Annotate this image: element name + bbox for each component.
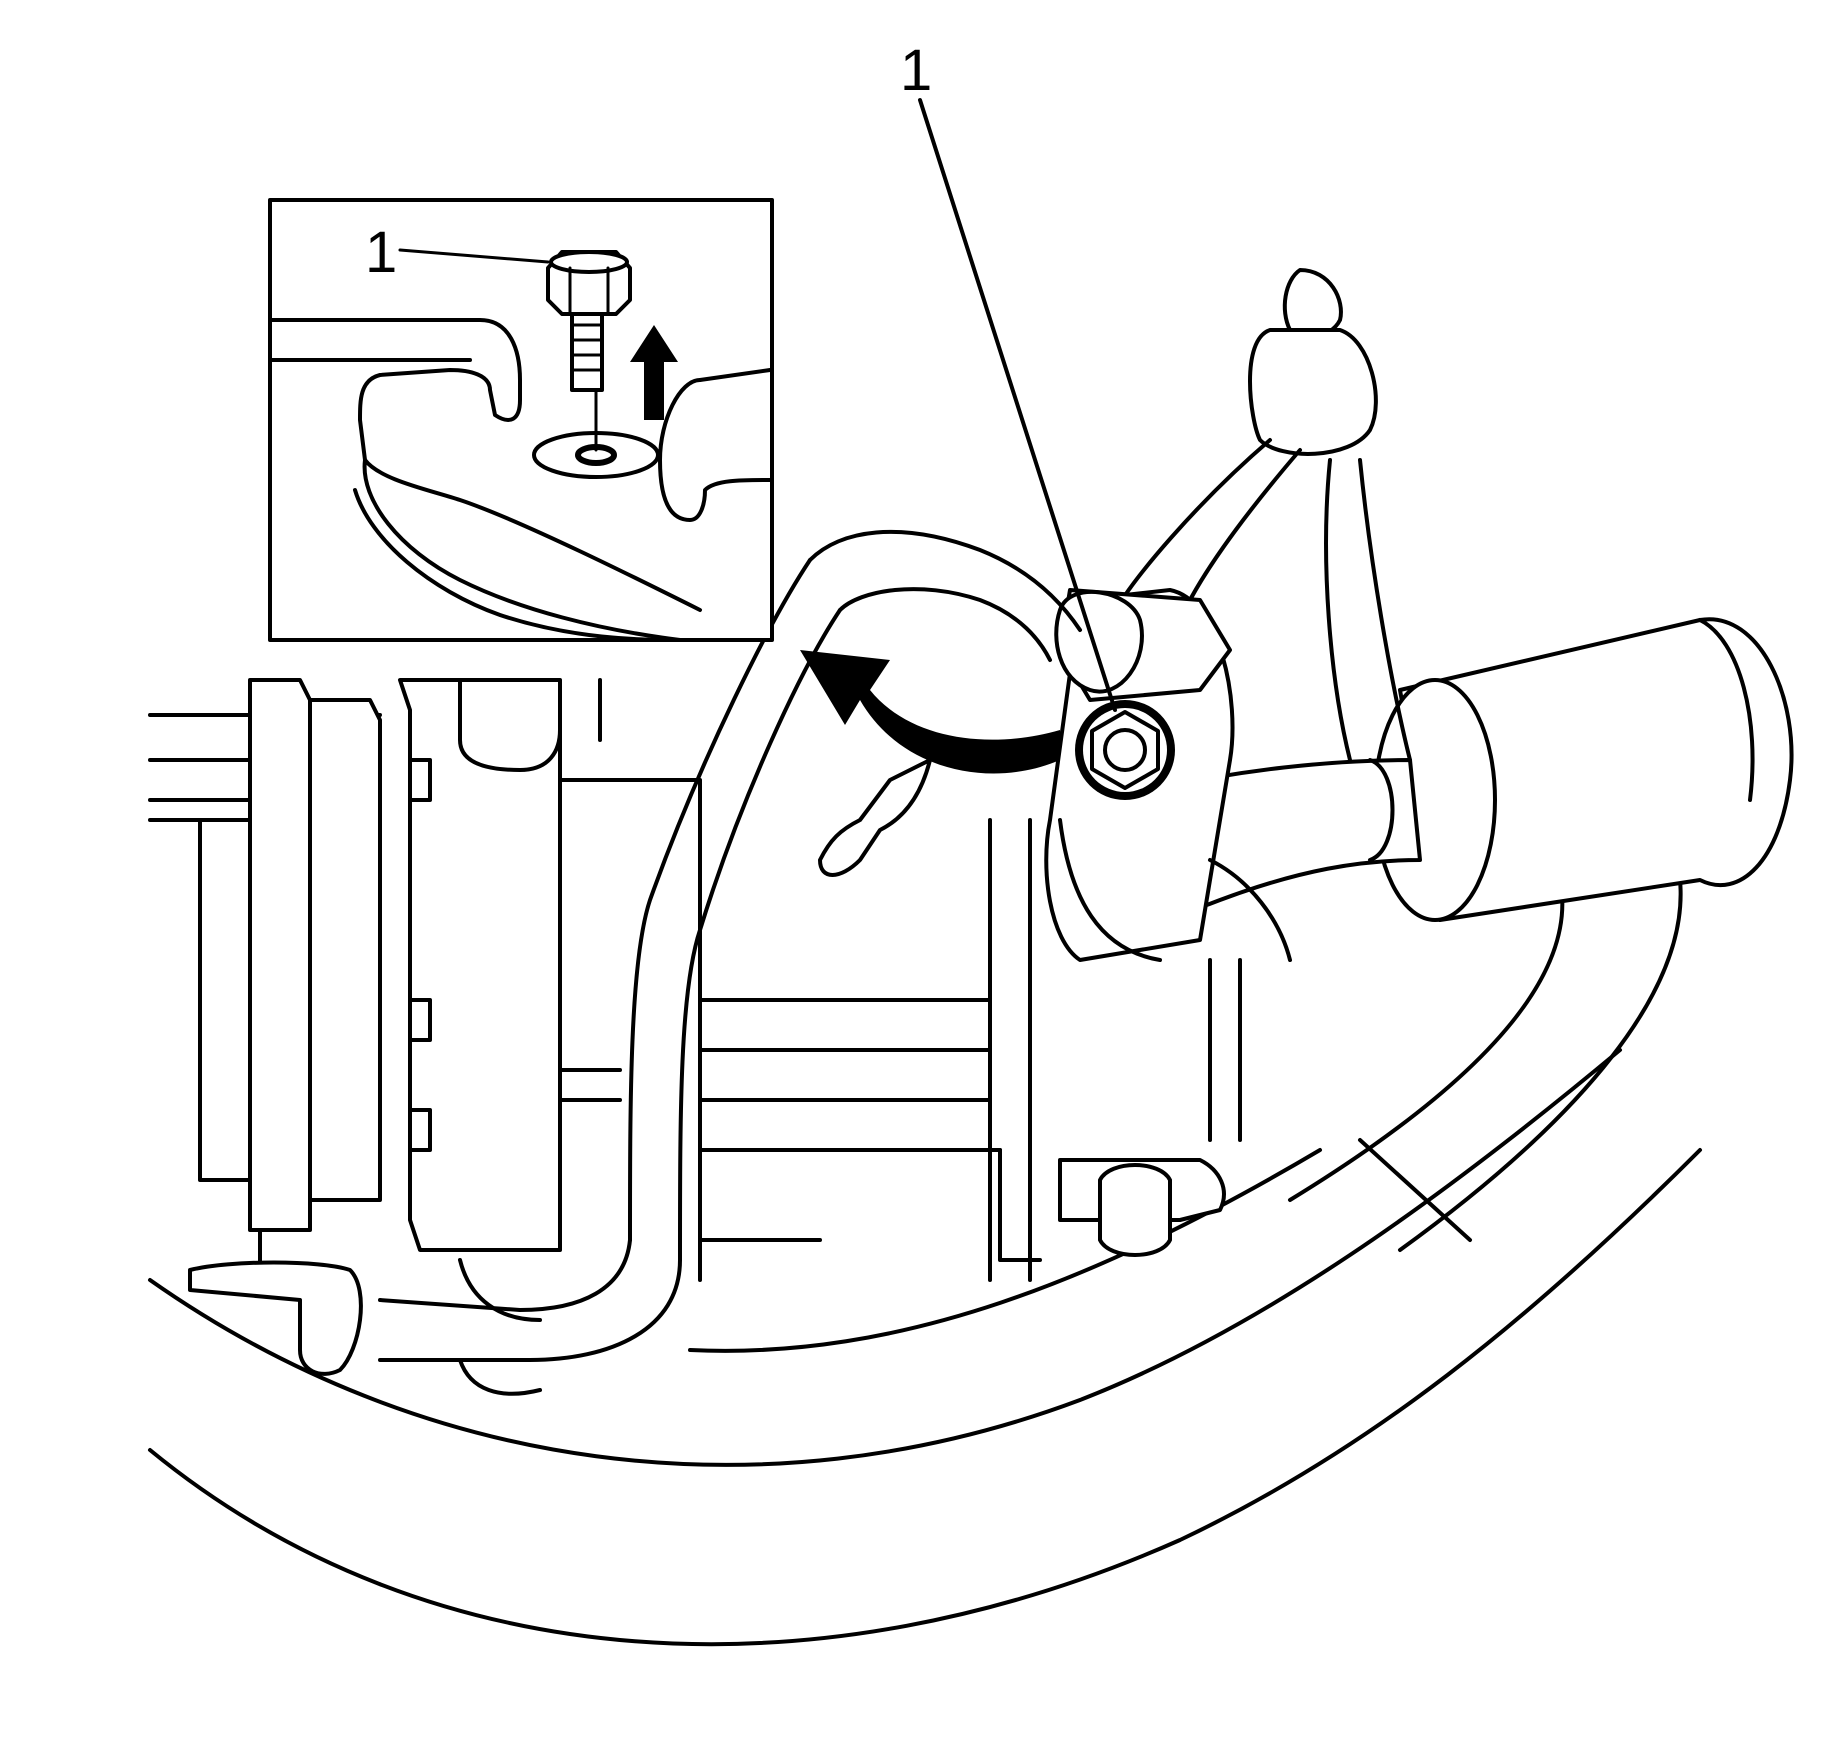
lower-arcs: [148, 878, 1702, 1647]
curved-arrow-icon: [800, 650, 1060, 774]
up-arrow-icon: [630, 325, 678, 420]
callout-number: 1: [900, 38, 932, 103]
electrical-connector: [998, 958, 1242, 1262]
inset-callout-number: 1: [365, 220, 397, 285]
inset-detail: 1: [268, 198, 774, 642]
main-callout: 1: [900, 38, 1117, 712]
bolt: [546, 250, 632, 392]
bolt-nut: [1075, 700, 1175, 800]
muffler-canister: [1373, 617, 1794, 922]
left-assembly: [148, 678, 1032, 1396]
